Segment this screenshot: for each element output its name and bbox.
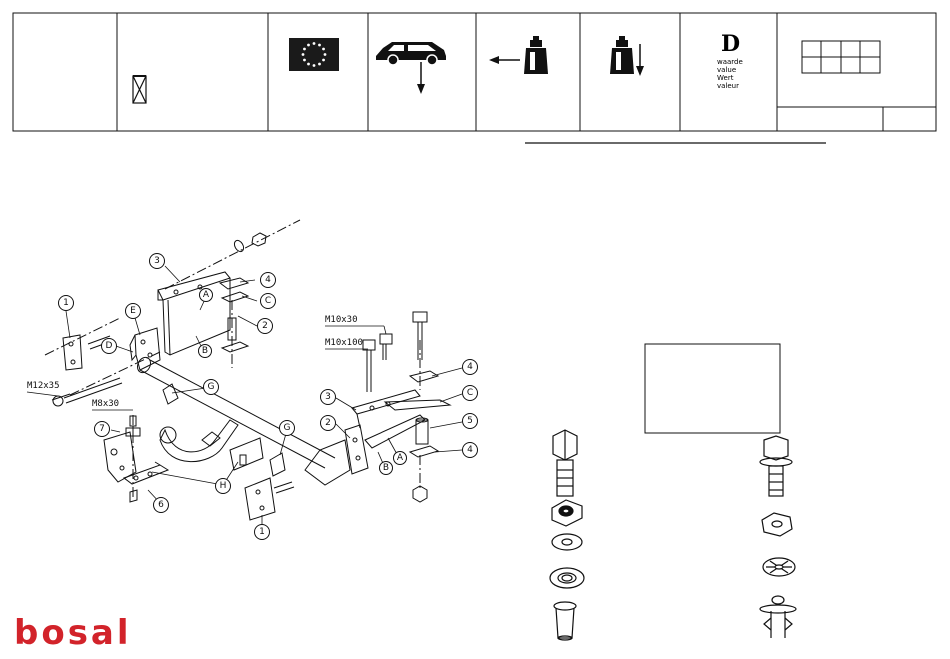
callout-5: 5 (463, 414, 478, 429)
callout-D: D (102, 339, 117, 354)
d-word-2: value (717, 66, 736, 74)
callout-2: 2 (258, 319, 273, 334)
callout-A: A (200, 289, 213, 302)
eu-star (313, 42, 316, 45)
eu-star (324, 53, 327, 56)
callout-C2: C (463, 386, 478, 401)
hex-bolt-icon (553, 430, 577, 496)
svg-text:G: G (208, 382, 215, 392)
callout-1b: 1 (255, 525, 270, 540)
callout-B: B (199, 345, 212, 358)
label-m10x100: M10x100 (325, 338, 363, 348)
svg-text:H: H (220, 481, 227, 491)
svg-text:7: 7 (99, 424, 105, 434)
svg-text:C: C (467, 388, 473, 398)
code-grid (802, 41, 880, 73)
eu-star (313, 64, 316, 67)
hardware-legend (550, 430, 796, 640)
header-table (13, 13, 936, 131)
spring-washer-icon (550, 568, 584, 588)
eu-star (307, 44, 310, 47)
svg-text:3: 3 (154, 256, 160, 266)
callouts: 1 3 A 4 C 2 B E D G 7 H 6 1 G 3 2 A B 4 … (59, 254, 478, 540)
d-word-4: valeur (717, 82, 739, 90)
svg-text:4: 4 (467, 445, 473, 455)
flange-bolt-icon (760, 436, 792, 496)
callout-G: G (204, 380, 219, 395)
svg-text:1: 1 (259, 527, 265, 537)
callout-G2: G (280, 421, 295, 436)
svg-text:4: 4 (265, 275, 271, 285)
svg-text:4: 4 (467, 362, 473, 372)
callout-4c: 4 (463, 443, 478, 458)
svg-text:2: 2 (325, 418, 331, 428)
callout-A2: A (394, 452, 407, 465)
callout-7: 7 (95, 422, 110, 437)
svg-text:B: B (383, 463, 389, 473)
d-word-1: waarde (717, 58, 743, 66)
note-box (645, 344, 780, 433)
svg-text:G: G (284, 423, 291, 433)
car-weight-icon (376, 42, 446, 94)
eu-star (322, 59, 325, 62)
svg-text:D: D (106, 341, 113, 351)
callout-C: C (261, 294, 276, 309)
svg-text:3: 3 (325, 392, 331, 402)
label-m10x30: M10x30 (325, 315, 358, 325)
callout-E: E (126, 304, 141, 319)
svg-text:A: A (203, 290, 210, 300)
eu-star (303, 59, 306, 62)
svg-text:1: 1 (63, 298, 69, 308)
nylock-nut-icon (552, 500, 582, 526)
label-m8x30: M8x30 (92, 399, 119, 409)
svg-text:5: 5 (467, 416, 473, 426)
hourglass-icon (133, 76, 146, 103)
horizontal-load-icon (489, 36, 548, 74)
d-letter: D (721, 31, 740, 57)
callout-3: 3 (150, 254, 165, 269)
flat-washer-icon (552, 534, 582, 550)
bosal-logo: bosal (14, 613, 132, 653)
svg-text:2: 2 (262, 321, 268, 331)
callout-3b: 3 (321, 390, 336, 405)
callout-6: 6 (154, 498, 169, 513)
towbar-exploded-view (45, 220, 450, 520)
callout-1: 1 (59, 296, 74, 311)
eu-star (303, 48, 306, 51)
callout-H: H (216, 479, 231, 494)
callout-4: 4 (261, 273, 276, 288)
eu-flag-icon (289, 38, 339, 71)
eu-star (318, 63, 321, 66)
callout-B2: B (380, 462, 393, 475)
eu-star (322, 48, 325, 51)
d-value-label: D waarde value Wert valeur (717, 31, 743, 90)
rivet-nut-icon (554, 602, 576, 640)
label-m12x35: M12x35 (27, 381, 60, 391)
svg-text:B: B (202, 346, 208, 356)
eu-star (307, 63, 310, 66)
vertical-load-icon (610, 36, 644, 76)
svg-text:6: 6 (158, 500, 164, 510)
plastic-clip-icon (760, 596, 796, 638)
hex-nut-icon (762, 513, 792, 536)
eu-star (318, 44, 321, 47)
callout-4b: 4 (463, 360, 478, 375)
svg-text:C: C (265, 296, 271, 306)
svg-text:A: A (397, 453, 404, 463)
serrated-washer-icon (763, 558, 795, 576)
d-word-3: Wert (717, 74, 734, 82)
svg-text:E: E (130, 306, 136, 316)
callout-2b: 2 (321, 416, 336, 431)
bolt-labels: M12x35 M8x30 M10x30 M10x100 (27, 315, 363, 409)
eu-star (302, 53, 305, 56)
